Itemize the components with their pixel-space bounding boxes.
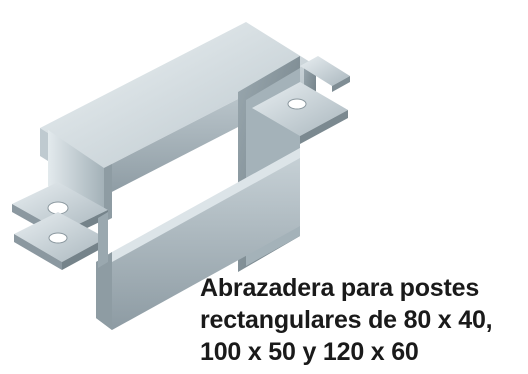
product-caption: Abrazadera para postes rectangulares de … [200, 272, 520, 368]
right-bolt-hole [287, 98, 307, 110]
lower-piece-bottom [96, 148, 300, 330]
lower-piece-bottom-top [96, 148, 300, 262]
lower-left-wall [96, 252, 112, 330]
caption-line-2: rectangulares de 80 x 40, [200, 306, 493, 334]
upper-piece-top [40, 22, 310, 168]
caption-line-1: Abrazadera para postes [200, 274, 480, 302]
upper-right-flange-edge [332, 76, 350, 92]
caption-line-3: 100 x 50 y 120 x 60 [200, 338, 419, 366]
left-lower-flange-edge [14, 234, 62, 270]
upper-left-leg [48, 130, 104, 222]
upper-right-flange [300, 56, 350, 86]
lower-right-flange-edge [300, 110, 348, 144]
left-lower-flange-edge-2 [62, 238, 106, 270]
left-lower-bolt-hole [48, 232, 68, 244]
left-connector [98, 212, 108, 268]
upper-left-leg-edge [104, 164, 112, 222]
